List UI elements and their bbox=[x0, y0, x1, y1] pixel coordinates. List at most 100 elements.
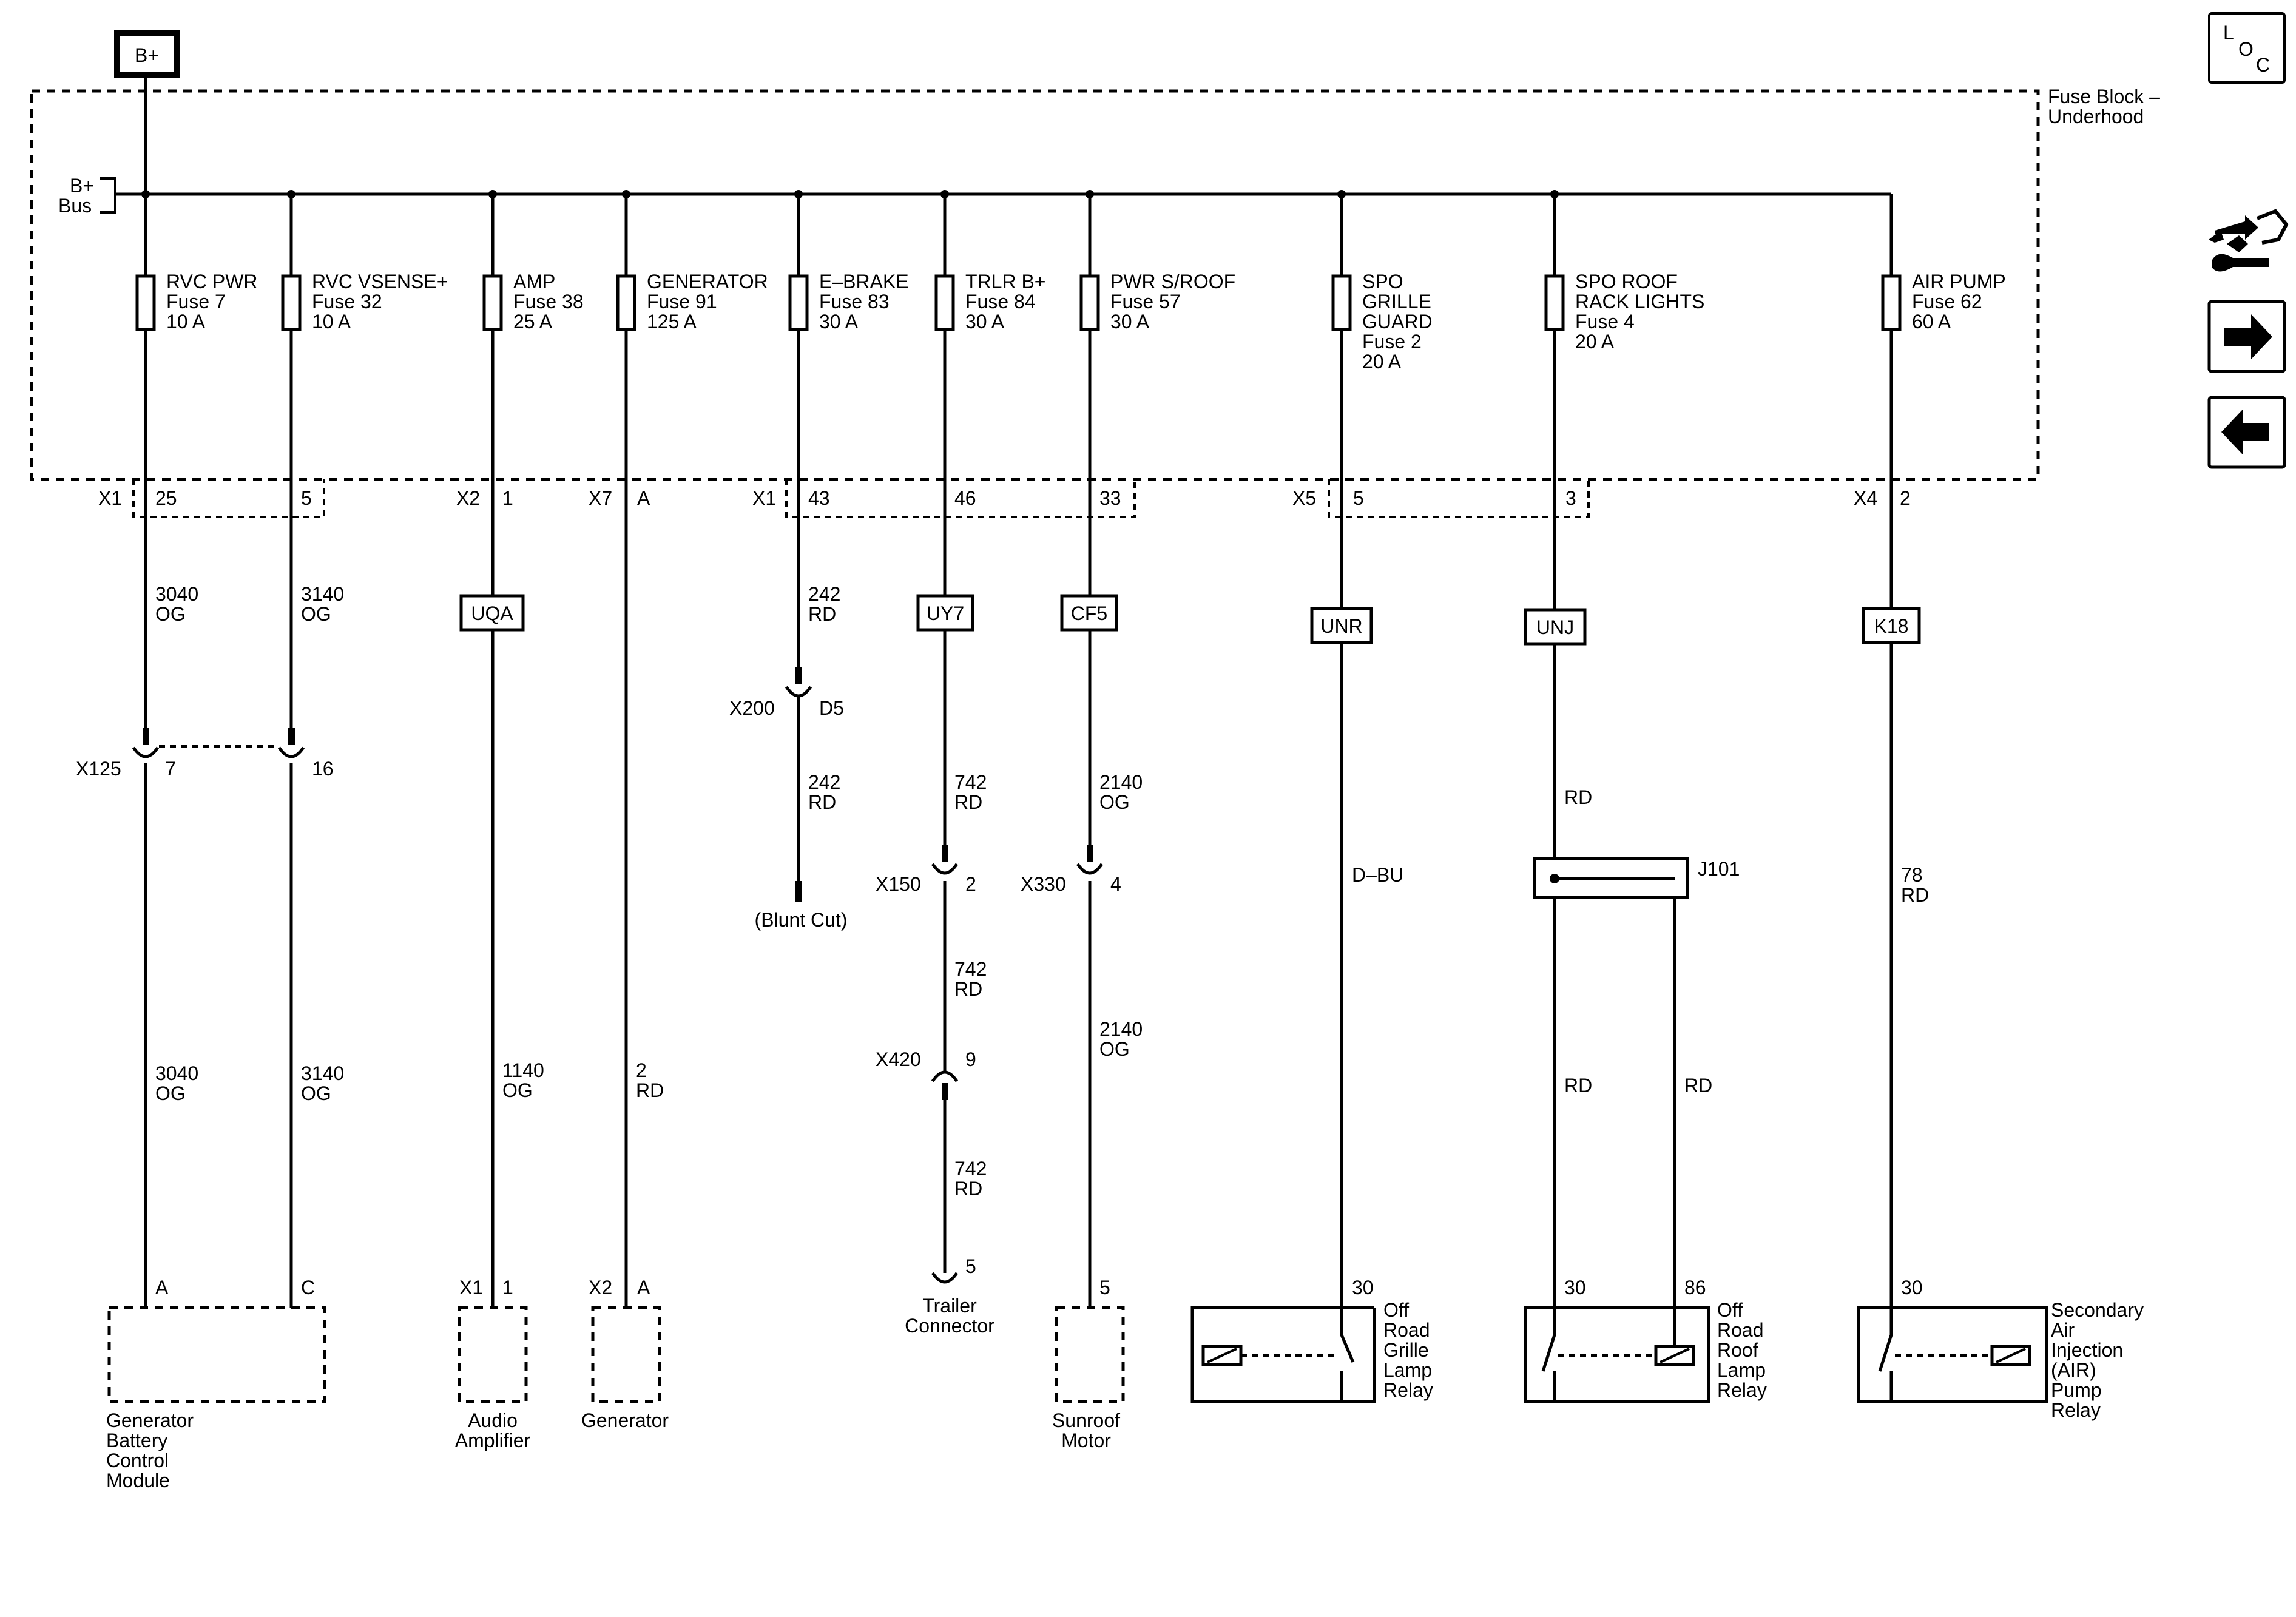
trailer-connector-pin: 5 bbox=[965, 1255, 976, 1277]
wire-label-d-bu: D–BU bbox=[1352, 864, 1403, 886]
grille-lamp-relay bbox=[1190, 1306, 1376, 1403]
conn-x150-pin: 2 bbox=[965, 873, 976, 895]
option-code-unr: UNR bbox=[1320, 615, 1362, 637]
fuse-block-outline bbox=[30, 89, 2040, 481]
bus-label-line1: B+ bbox=[70, 175, 94, 197]
fuse-block-connector-brackets bbox=[132, 479, 1590, 518]
conn-x200-name: X200 bbox=[729, 697, 775, 719]
loc-icon[interactable]: L O C bbox=[2208, 12, 2286, 84]
option-code-cf5: CF5 bbox=[1071, 603, 1107, 624]
fuse-block-title-line2: Underhood bbox=[2048, 106, 2144, 127]
audio-amplifier-box bbox=[458, 1306, 528, 1403]
option-code-boxes bbox=[459, 594, 1921, 646]
conn-x420-pin: 9 bbox=[965, 1048, 976, 1070]
svg-text:L: L bbox=[2223, 22, 2234, 44]
conn-x1b-pin-46: 46 bbox=[954, 487, 976, 509]
conn-x5-pin-5: 5 bbox=[1353, 487, 1364, 509]
air-pump-relay bbox=[1857, 1306, 2048, 1403]
connector-wrench-icon[interactable] bbox=[2209, 209, 2289, 272]
conn-x7-name: X7 bbox=[589, 487, 612, 509]
conn-x330-name: X330 bbox=[1021, 873, 1066, 895]
air-relay-pin-30: 30 bbox=[1901, 1277, 1923, 1298]
conn-x1a-pin-5: 5 bbox=[301, 487, 312, 509]
bus-label-line2: Bus bbox=[58, 195, 92, 217]
conn-x1b-name: X1 bbox=[752, 487, 776, 509]
back-arrow-button[interactable] bbox=[2207, 396, 2286, 469]
conn-x150-name: X150 bbox=[876, 873, 921, 895]
roof-lamp-relay bbox=[1524, 1306, 1710, 1403]
circuit-wires bbox=[144, 194, 1893, 1308]
generator-box bbox=[591, 1306, 661, 1403]
conn-x1b-pin-43: 43 bbox=[808, 487, 830, 509]
roof-relay-pin-30: 30 bbox=[1564, 1277, 1586, 1298]
conn-x1b-pin-33: 33 bbox=[1099, 487, 1121, 509]
wire-label-rd-right: RD bbox=[1684, 1075, 1712, 1096]
conn-x125-pin-7: 7 bbox=[165, 758, 176, 780]
generator-label: Generator bbox=[581, 1409, 669, 1431]
conn-x4-pin: 2 bbox=[1900, 487, 1911, 509]
option-code-unj: UNJ bbox=[1536, 616, 1574, 638]
audio-amplifier-connector: X1 bbox=[459, 1277, 483, 1298]
conn-x1a-pin-25: 25 bbox=[155, 487, 177, 509]
grille-relay-pin-30: 30 bbox=[1352, 1277, 1374, 1298]
conn-x5-name: X5 bbox=[1292, 487, 1316, 509]
roof-relay-pin-86: 86 bbox=[1684, 1277, 1706, 1298]
blunt-cut-label: (Blunt Cut) bbox=[755, 909, 848, 931]
svg-text:O: O bbox=[2238, 38, 2254, 60]
fuse-block-title-line1: Fuse Block – bbox=[2048, 86, 2160, 107]
b-plus-supply-label: B+ bbox=[135, 44, 159, 66]
svg-text:C: C bbox=[2256, 54, 2270, 76]
sunroof-motor-box bbox=[1055, 1306, 1125, 1403]
gbcm-pin-c: C bbox=[301, 1277, 315, 1298]
forward-arrow-button[interactable] bbox=[2207, 300, 2286, 373]
option-code-uqa: UQA bbox=[471, 603, 513, 624]
inline-connector-symbols bbox=[132, 667, 1104, 1284]
conn-x2-name: X2 bbox=[456, 487, 480, 509]
splice-j101-label: J101 bbox=[1698, 858, 1740, 880]
conn-x330-pin: 4 bbox=[1110, 873, 1121, 895]
conn-x125-pin-16: 16 bbox=[312, 758, 334, 780]
fuse-symbols bbox=[135, 274, 1902, 331]
conn-x1a-name: X1 bbox=[98, 487, 122, 509]
conn-x420-name: X420 bbox=[876, 1048, 921, 1070]
generator-pin: A bbox=[637, 1277, 650, 1298]
audio-amplifier-pin: 1 bbox=[502, 1277, 513, 1298]
wire-label-rd-left: RD bbox=[1564, 1075, 1592, 1096]
gbcm-component-box bbox=[107, 1306, 326, 1403]
wire-label-rd-top: RD bbox=[1564, 786, 1592, 808]
conn-x2-pin: 1 bbox=[502, 487, 513, 509]
conn-x5-pin-3: 3 bbox=[1565, 487, 1576, 509]
conn-x125-name: X125 bbox=[76, 758, 121, 780]
conn-x7-pin: A bbox=[637, 487, 650, 509]
sunroof-motor-pin: 5 bbox=[1099, 1277, 1110, 1298]
conn-x200-pin: D5 bbox=[819, 697, 844, 719]
